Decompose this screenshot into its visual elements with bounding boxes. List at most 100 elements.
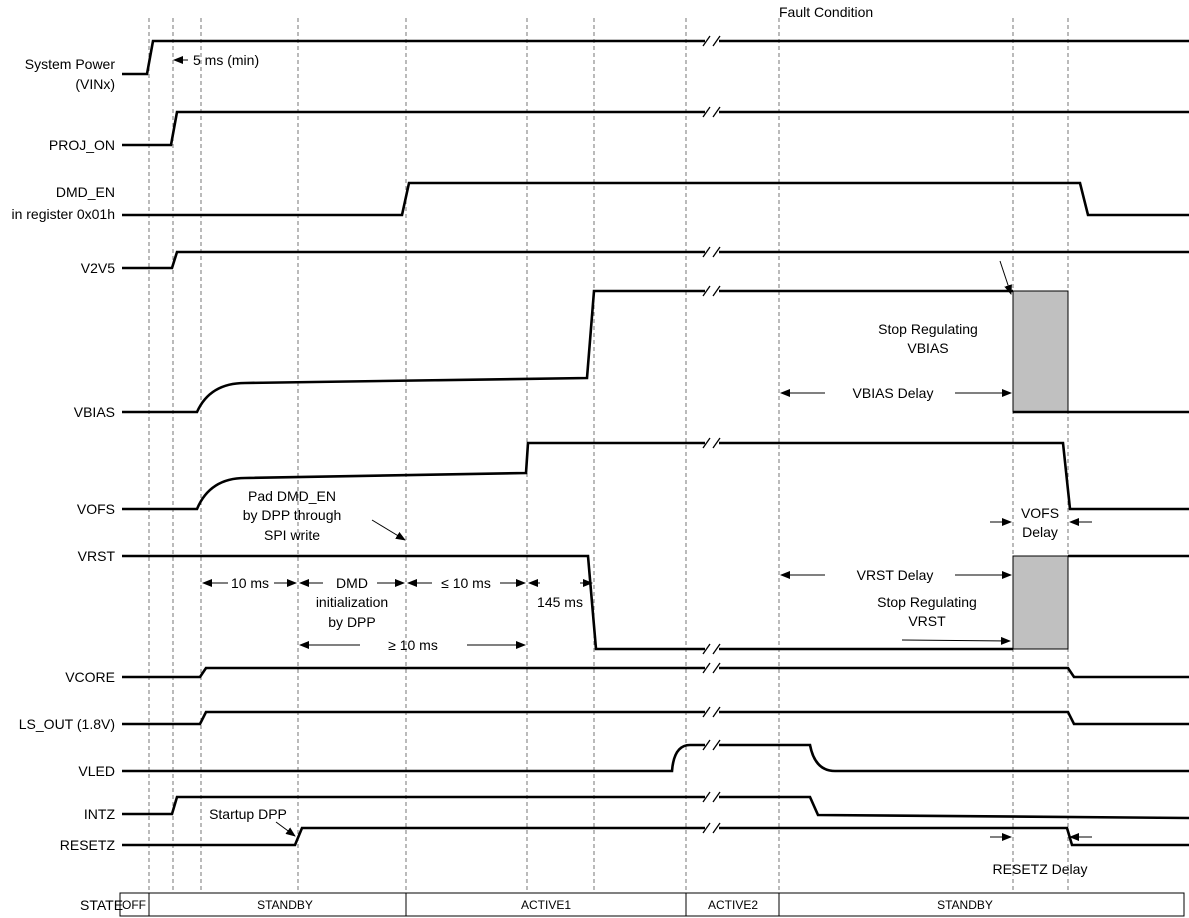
- proj-on-waveform: [122, 110, 1189, 147]
- v2v5-waveform: [122, 250, 1189, 270]
- break-mark-icon: [702, 739, 711, 751]
- break-mark-icon: [702, 706, 711, 718]
- break-gap: [705, 824, 719, 832]
- t-145ms-label: 145 ms: [537, 594, 583, 610]
- break-mark-icon: [712, 822, 721, 834]
- label-resetz: RESETZ: [60, 837, 116, 853]
- arrow-icon: [371, 519, 406, 541]
- state-standby-2: STANDBY: [937, 898, 993, 912]
- ls-out-waveform: [122, 710, 1189, 726]
- break-mark-icon: [702, 285, 711, 297]
- vbias-delay-label: VBIAS Delay: [853, 385, 934, 401]
- stop-vrst-label: Stop Regulating: [877, 594, 977, 610]
- vrst-shaded-region: [1012, 555, 1069, 650]
- break-mark-icon: [712, 662, 721, 674]
- vofs-delay-label-2: Delay: [1022, 524, 1058, 540]
- pad-dmd-en-label-2: by DPP through: [243, 507, 342, 523]
- label-dmd-en: DMD_EN: [56, 184, 115, 200]
- fault-condition-label: Fault Condition: [779, 4, 873, 20]
- dmd-en-waveform: [122, 181, 1189, 217]
- break-mark-icon: [702, 106, 711, 118]
- label-system-power: System Power: [25, 56, 116, 72]
- break-mark-icon: [712, 437, 721, 449]
- state-row-label: STATE: [80, 897, 123, 913]
- state-active1: ACTIVE1: [521, 898, 571, 912]
- break-mark-icon: [712, 643, 721, 655]
- shaded-regions: [1012, 290, 1069, 650]
- break-mark-icon: [702, 35, 711, 47]
- intz-waveform: [122, 795, 1189, 820]
- label-proj-on: PROJ_ON: [49, 137, 115, 153]
- pad-dmd-en-label: Pad DMD_EN: [248, 488, 336, 504]
- label-system-power-sub: (VINx): [75, 76, 115, 92]
- break-mark-icon: [702, 791, 711, 803]
- state-off: OFF: [122, 898, 146, 912]
- state-active2: ACTIVE2: [708, 898, 758, 912]
- arrow-icon: [275, 821, 296, 837]
- system-power-waveform: [122, 39, 1189, 76]
- break-gap: [705, 108, 719, 116]
- label-ls-out: LS_OUT (1.8V): [19, 716, 115, 732]
- label-vofs: VOFS: [77, 501, 115, 517]
- break-mark-icon: [702, 822, 711, 834]
- break-mark-icon: [712, 706, 721, 718]
- break-gap: [705, 793, 719, 801]
- vled-waveform: [122, 743, 1189, 773]
- annotation-arrows: [173, 56, 1092, 841]
- ge-10ms-label: ≥ 10 ms: [388, 637, 438, 653]
- label-v2v5: V2V5: [81, 260, 115, 276]
- state-row-box: [119, 892, 1185, 917]
- dmd-init-label-2: initialization: [316, 594, 388, 610]
- break-mark-icon: [712, 106, 721, 118]
- vrst-waveform: [122, 554, 1189, 651]
- resetz-delay-label: RESETZ Delay: [993, 861, 1088, 877]
- break-mark-icon: [702, 643, 711, 655]
- break-mark-icon: [712, 791, 721, 803]
- break-gap: [705, 664, 719, 672]
- vbias-waveform: [122, 289, 1189, 414]
- vbias-shaded-region: [1012, 290, 1069, 413]
- break-gap: [705, 741, 719, 749]
- dmd-init-label: DMD: [336, 575, 368, 591]
- label-vrst: VRST: [78, 548, 116, 564]
- stop-vbias-label: Stop Regulating: [878, 321, 978, 337]
- vcore-waveform: [122, 666, 1189, 679]
- label-vled: VLED: [78, 763, 115, 779]
- vofs-delay-label: VOFS: [1021, 505, 1059, 521]
- break-mark-icon: [702, 246, 711, 258]
- break-mark-icon: [702, 437, 711, 449]
- state-standby-1: STANDBY: [257, 898, 313, 912]
- break-gap: [705, 708, 719, 716]
- break-gap: [705, 645, 719, 653]
- break-mark-icon: [712, 285, 721, 297]
- state-dividers: [148, 893, 780, 916]
- min-5ms-label: 5 ms (min): [193, 52, 259, 68]
- break-mark-icon: [712, 739, 721, 751]
- break-mark-icon: [712, 35, 721, 47]
- break-gap: [705, 439, 719, 447]
- startup-dpp-label: Startup DPP: [209, 806, 287, 822]
- le-10ms-label: ≤ 10 ms: [441, 575, 491, 591]
- t-10ms-label: 10 ms: [231, 575, 269, 591]
- vrst-delay-label: VRST Delay: [857, 567, 934, 583]
- stop-vrst-label-2: VRST: [908, 613, 946, 629]
- stop-vbias-label-2: VBIAS: [907, 340, 948, 356]
- break-gap: [705, 248, 719, 256]
- break-mark-icon: [712, 246, 721, 258]
- label-vcore: VCORE: [65, 669, 115, 685]
- arrow-icon: [999, 260, 1012, 295]
- break-gap: [705, 37, 719, 45]
- label-intz: INTZ: [84, 806, 116, 822]
- arrow-icon: [901, 636, 1011, 645]
- break-gap: [705, 287, 719, 295]
- waveforms: [122, 35, 1189, 847]
- timing-gridlines: [148, 18, 1069, 890]
- break-mark-icon: [702, 662, 711, 674]
- resetz-waveform: [122, 826, 1189, 847]
- dmd-init-label-3: by DPP: [328, 614, 375, 630]
- pad-dmd-en-label-3: SPI write: [264, 527, 320, 543]
- label-dmd-en-sub: in register 0x01h: [11, 206, 115, 222]
- label-vbias: VBIAS: [74, 404, 115, 420]
- vofs-waveform: [122, 441, 1189, 511]
